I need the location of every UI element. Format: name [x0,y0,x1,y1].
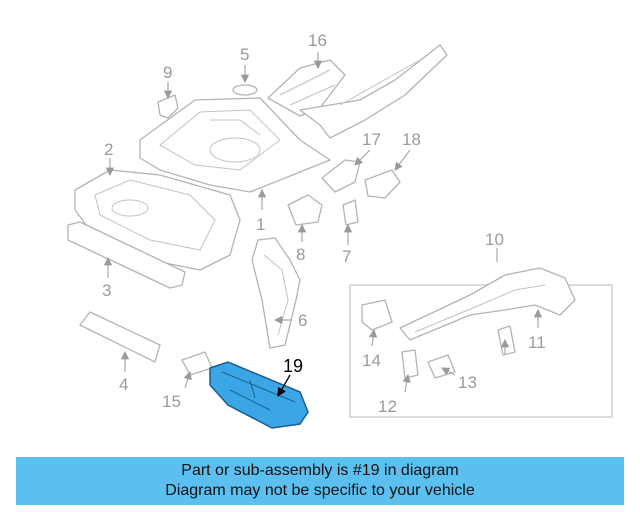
callout-11[interactable]: 11 [528,333,546,352]
callout-5[interactable]: 5 [240,45,249,64]
callout-16[interactable]: 16 [308,31,327,50]
banner-line-2: Diagram may not be specific to your vehi… [165,482,475,499]
callout-7[interactable]: 7 [342,247,351,266]
part-14-shape [361,299,393,331]
callout-8[interactable]: 8 [296,245,305,264]
callout-2[interactable]: 2 [104,140,113,159]
part-15-shape [181,351,213,376]
callout-1[interactable]: 1 [256,215,265,234]
callout-14[interactable]: 14 [362,351,381,370]
parts-diagram: 16 5 9 2 17 18 1 8 7 10 3 6 4 19 14 11 1… [67,31,613,429]
callout-6[interactable]: 6 [298,311,307,330]
callout-12[interactable]: 12 [378,397,397,416]
part-4-shape [79,311,161,363]
info-banner: Part or sub-assembly is #19 in diagram D… [16,457,624,505]
part-1-shape [139,97,331,193]
part-13-shape [427,354,456,379]
part-2-shape [74,169,241,271]
part-12-shape [401,349,419,379]
part-19-shape [209,361,309,429]
callout-10[interactable]: 10 [485,230,504,249]
callout-3[interactable]: 3 [102,281,111,300]
part-11b-shape [497,325,516,356]
callout-17[interactable]: 17 [362,130,381,149]
part-6-shape [251,237,301,349]
part-3-shape [67,221,186,289]
callout-18[interactable]: 18 [402,130,421,149]
callout-13[interactable]: 13 [458,373,477,392]
part-8-shape [287,194,323,226]
part-11-shape [399,267,576,341]
leader-lines [103,52,543,397]
callout-19[interactable]: 19 [283,356,303,376]
callout-15[interactable]: 15 [162,392,181,411]
callout-4[interactable]: 4 [119,375,128,394]
callout-9[interactable]: 9 [163,63,172,82]
part-16-shape [267,44,448,139]
subassembly-box [349,284,613,418]
part-18-shape [364,169,401,199]
part-7-shape [342,199,359,226]
part-17-shape [321,159,361,193]
part-5-shape [232,84,258,96]
banner-line-1: Part or sub-assembly is #19 in diagram [181,462,459,479]
